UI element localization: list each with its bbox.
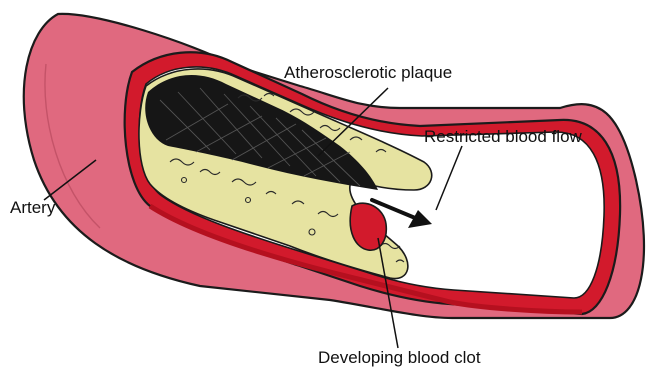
artery-label: Artery: [10, 199, 55, 216]
blood-clot-label: Developing blood clot: [318, 349, 481, 366]
plaque-label: Atherosclerotic plaque: [284, 64, 452, 81]
blood-flow-label: Restricted blood flow: [424, 128, 582, 145]
